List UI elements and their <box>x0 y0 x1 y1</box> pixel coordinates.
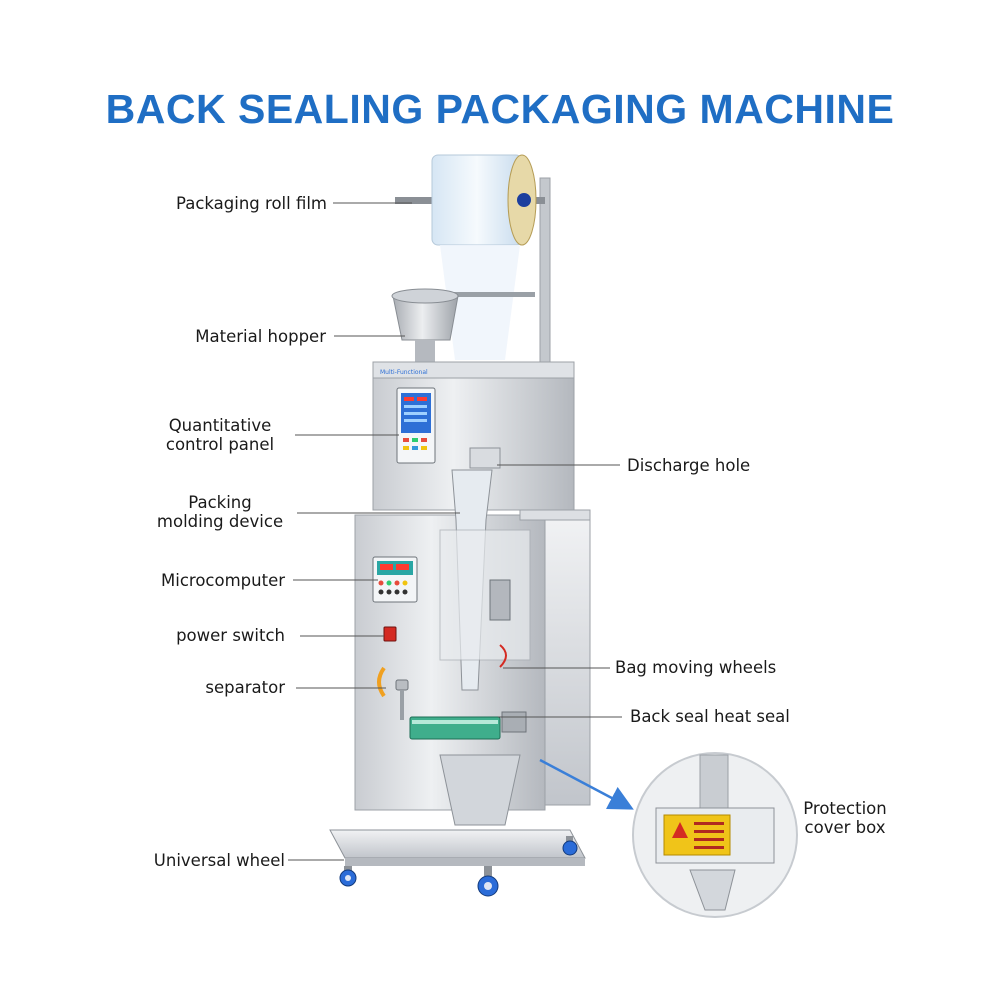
film-strip <box>440 245 520 360</box>
base-plate <box>329 829 586 859</box>
page-title: BACK SEALING PACKAGING MACHINE <box>105 86 895 132</box>
label-protection-line2: cover box <box>804 818 886 837</box>
power-switch <box>383 626 397 642</box>
label-universal-wheel: Universal wheel <box>153 851 285 870</box>
label-discharge: Discharge hole <box>627 456 751 475</box>
label-control-panel-line1: Quantitative <box>168 416 272 435</box>
hopper-rod <box>425 292 535 297</box>
label-power-switch: power switch <box>176 626 285 645</box>
label-roll-film: Packaging roll film <box>176 194 327 213</box>
label-microcomputer: Microcomputer <box>161 571 285 590</box>
universal-wheel-front-right <box>477 866 499 897</box>
label-hopper: Material hopper <box>195 327 326 346</box>
label-molding-line2: molding device <box>156 512 284 531</box>
universal-wheel-front-left <box>339 866 357 887</box>
side-cabinet <box>544 514 591 806</box>
separator <box>377 666 386 698</box>
label-protection-line1: Protection <box>803 799 887 818</box>
bag-moving-wheels <box>489 579 511 621</box>
label-bag-wheels: Bag moving wheels <box>615 658 777 677</box>
label-molding-line1: Packing <box>188 493 252 512</box>
svg-text:Multi-Functional: Multi-Functional <box>380 369 428 376</box>
label-separator: separator <box>205 678 285 697</box>
discharge-hole <box>469 447 501 469</box>
callout-arrow <box>539 758 634 810</box>
universal-wheel-back-right <box>562 836 578 856</box>
protection-cover-box-inset <box>632 752 798 918</box>
output-chute <box>439 754 521 826</box>
label-control-panel-line2: control panel <box>165 435 275 454</box>
roll-hub <box>517 193 531 207</box>
label-heat-seal: Back seal heat seal <box>630 707 790 726</box>
